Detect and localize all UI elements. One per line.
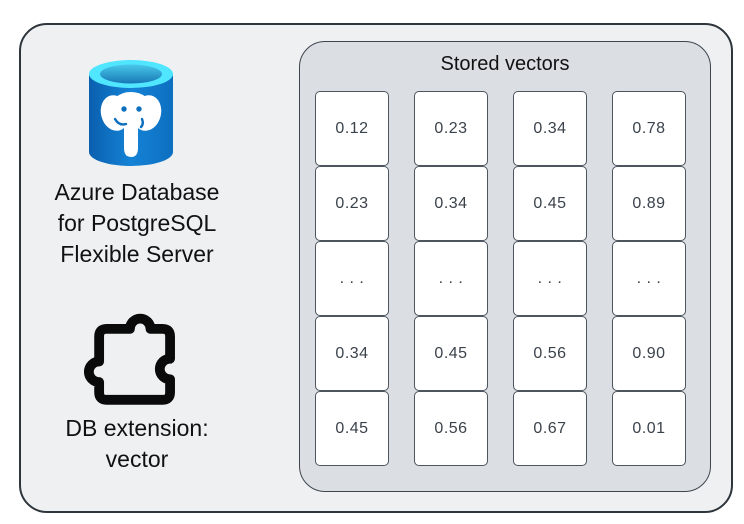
vector-cell: 0.34 — [414, 166, 488, 241]
puzzle-piece-glyph — [84, 313, 175, 405]
vector-cell: 0.12 — [315, 91, 389, 166]
vector-cell: 0.45 — [315, 391, 389, 466]
vector-cell: 0.78 — [612, 91, 686, 166]
vector-cell: . . . — [513, 241, 587, 316]
vector-cell: 0.34 — [315, 316, 389, 391]
postgresql-cylinder-graphic — [89, 60, 173, 166]
vector-cell: 0.45 — [414, 316, 488, 391]
vector-cell: 0.23 — [315, 166, 389, 241]
vector-cell: 0.23 — [414, 91, 488, 166]
vector-cell: 0.56 — [513, 316, 587, 391]
puzzle-piece-icon — [73, 298, 185, 412]
vector-cell: . . . — [315, 241, 389, 316]
vector-cell: 0.45 — [513, 166, 587, 241]
azure-database-postgresql-icon — [85, 57, 177, 169]
vector-cell: 0.34 — [513, 91, 587, 166]
azure-database-label: Azure Database for PostgreSQL Flexible S… — [54, 179, 220, 267]
vector-cell: . . . — [612, 241, 686, 316]
vector-cell: . . . — [414, 241, 488, 316]
vector-cell: 0.90 — [612, 316, 686, 391]
flexible-server-container: Azure Database for PostgreSQL Flexible S… — [19, 23, 733, 513]
vector-cell: 0.89 — [612, 166, 686, 241]
vector-cell: 0.01 — [612, 391, 686, 466]
stored-vectors-title: Stored vectors — [440, 53, 570, 75]
vector-cell: 0.67 — [513, 391, 587, 466]
vector-cell: 0.56 — [414, 391, 488, 466]
db-extension-label: DB extension: vector — [65, 415, 209, 472]
postgres-elephant-glyph — [100, 92, 162, 157]
